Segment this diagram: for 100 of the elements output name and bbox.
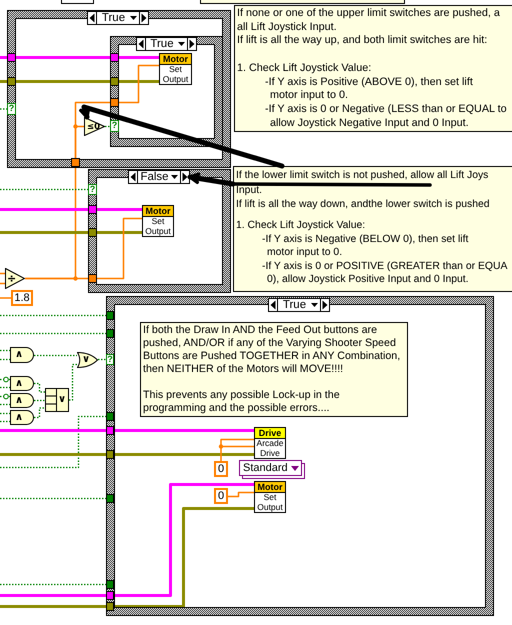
tunnel-icon <box>106 580 114 589</box>
wire <box>69 364 77 401</box>
wire <box>228 492 254 498</box>
case-selector <box>268 298 330 312</box>
tunnel-icon <box>7 53 16 62</box>
wire <box>0 188 88 190</box>
wire <box>34 407 45 418</box>
vi-function-label: Arcade Drive <box>256 439 284 458</box>
wire <box>114 507 254 608</box>
comment-text: 1. Check Lift Joystick Value: <box>236 219 366 232</box>
wire <box>0 297 11 299</box>
comment-text: -If Y axis is Positive (ABOVE 0), then set lift <box>265 76 473 90</box>
wire <box>97 208 142 211</box>
comment-text: allow Joystick Negative Input and 0 Input. <box>270 116 469 130</box>
wire <box>0 376 10 382</box>
wire <box>0 272 5 274</box>
wire <box>0 584 106 586</box>
comment-text: If lift is all the way down, andthe lower switch is pushed <box>236 198 490 211</box>
and-gate: ∧ <box>10 393 34 408</box>
wire <box>0 56 7 59</box>
comment-text: If lift is all the way up, and both limit switches are hit: <box>237 34 488 48</box>
vi-category-label: Drive <box>255 428 285 439</box>
tunnel-icon <box>106 412 114 421</box>
wire <box>0 412 10 414</box>
selector-value: False <box>139 171 170 183</box>
wire <box>97 231 142 234</box>
divide-node: ÷ <box>5 268 25 289</box>
vi-function-label: Set Output <box>144 217 172 236</box>
selector-value: True <box>100 12 126 24</box>
tunnel-icon <box>106 329 114 338</box>
wire <box>114 429 254 432</box>
tunnel-icon <box>106 450 114 459</box>
case-structure <box>106 296 494 616</box>
vi-function-label: Set Output <box>162 65 190 84</box>
comment-text: -If Y axis is 0 or Negative (LESS than or EQUAL to <box>265 102 507 117</box>
wire <box>0 332 106 334</box>
wire <box>0 208 88 211</box>
comment-text: motor input to 0. <box>267 246 342 260</box>
wire <box>0 231 88 234</box>
wire <box>97 218 142 280</box>
subvi-node <box>254 427 286 459</box>
wire <box>34 400 45 402</box>
case-structure <box>110 36 223 147</box>
selector-value: True <box>282 299 308 311</box>
wire <box>0 314 106 316</box>
wire <box>0 404 10 406</box>
selector-terminal: ? <box>110 120 119 132</box>
selector-terminal: ? <box>106 354 114 365</box>
comment-box <box>140 322 408 417</box>
selector-terminal: ? <box>88 184 97 195</box>
case-selector <box>128 170 190 184</box>
wire <box>0 420 10 422</box>
wire <box>220 438 255 462</box>
wire <box>119 56 159 59</box>
wire <box>0 358 10 360</box>
tunnel-icon <box>106 494 114 503</box>
case-structure <box>88 169 231 293</box>
wire <box>0 394 10 400</box>
or-gate: ∨ <box>77 352 98 368</box>
wire <box>0 416 106 468</box>
selector-terminal: ? <box>7 103 16 115</box>
wire <box>0 80 7 83</box>
case-structure <box>7 10 231 168</box>
numeric-constant: 0 <box>214 488 228 504</box>
tunnel-icon <box>7 77 16 86</box>
annotation-arrow <box>188 172 236 186</box>
tunnel-icon <box>110 98 119 107</box>
wire <box>0 282 5 284</box>
ring-constant <box>239 460 305 479</box>
wire <box>0 108 7 110</box>
tunnel-icon <box>88 274 97 283</box>
comment-text: all Lift Joystick Input. <box>237 20 337 34</box>
tunnel-icon <box>88 228 97 237</box>
wire <box>16 56 110 59</box>
wire <box>114 483 254 597</box>
comment-text: -If Y axis is Negative (BELOW 0), then set lift <box>262 232 468 246</box>
comment-text: If the lower limit switch is not pushed, allow all Lift Joys <box>236 169 488 182</box>
cut-off-box <box>61 0 94 4</box>
tunnel-icon <box>110 53 119 62</box>
wire <box>98 358 106 360</box>
tunnel-icon <box>106 311 114 320</box>
wire <box>0 350 10 352</box>
annotation-arrow <box>79 104 284 168</box>
ring-value: Standard <box>243 461 288 475</box>
wire <box>16 80 110 83</box>
tunnel-icon <box>106 591 114 600</box>
wire <box>0 429 106 432</box>
comment-text: Input. <box>236 184 262 198</box>
and-gate: ∧ <box>10 347 34 363</box>
comment-text: If both the Draw In AND the Feed Out buttons are pushed, AND/OR if any of the Varying Shooter Speed Buttons are Pushed TOGETHER in ANY Combination, then NEITHER of the Motors will MOVE!!!! <box>143 324 402 376</box>
cut-off-comment-box <box>200 0 405 4</box>
compound-or-node: ∨ <box>45 388 69 412</box>
wire <box>34 354 77 356</box>
case-selector <box>136 37 197 51</box>
numeric-constant: 0 <box>214 461 228 477</box>
wire <box>0 453 106 456</box>
tunnel-icon <box>106 602 114 611</box>
wire <box>0 498 106 500</box>
vi-function-label: Set Output <box>256 493 284 512</box>
comment-text: If none or one of the upper limit switches are pushed, a <box>237 7 500 21</box>
